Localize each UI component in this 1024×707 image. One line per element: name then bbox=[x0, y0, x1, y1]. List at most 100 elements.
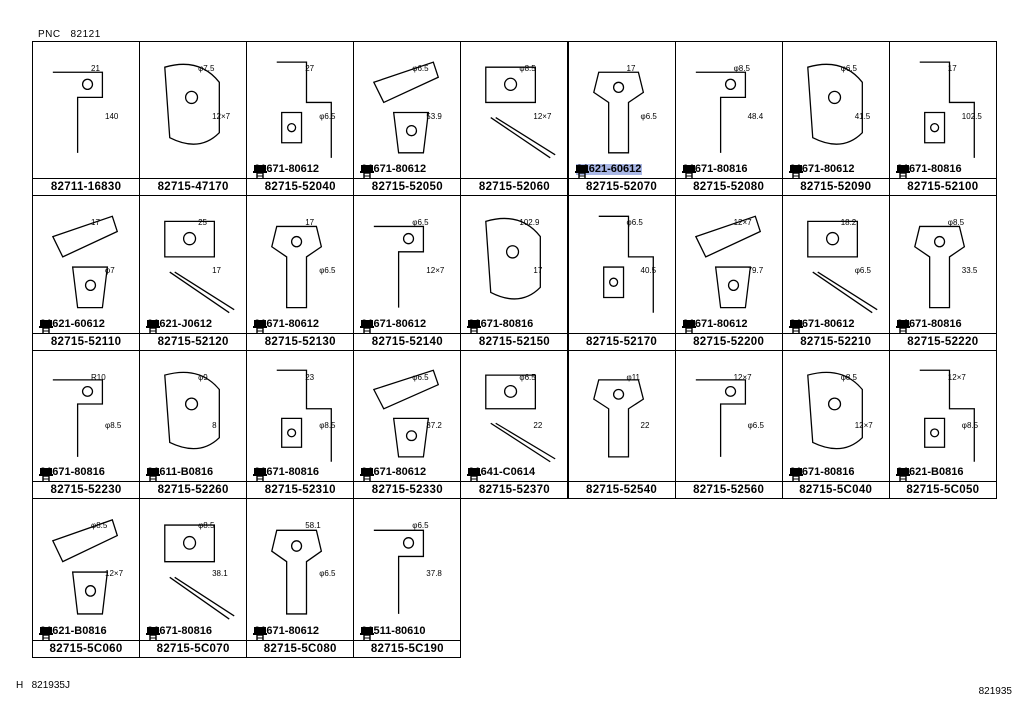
dimension-label: φ8.5 bbox=[947, 218, 965, 227]
bolt-part-number[interactable]: 91621-B0816 bbox=[896, 466, 964, 478]
part-number[interactable]: 82715-5C080 bbox=[263, 643, 337, 655]
part-number[interactable]: 82715-5C060 bbox=[49, 643, 123, 655]
bolt-part-number[interactable]: 91671-80816 bbox=[682, 163, 748, 175]
part-number[interactable]: 82715-52050 bbox=[371, 181, 443, 193]
bolt-part-number[interactable]: 91511-80610 bbox=[361, 625, 426, 637]
part-number[interactable]: 82715-52120 bbox=[157, 336, 229, 348]
dimension-label: φ6.5 bbox=[640, 112, 657, 121]
bolt-part-number[interactable]: 91671-80612 bbox=[254, 163, 320, 175]
part-number[interactable]: 82715-52100 bbox=[907, 181, 979, 193]
bolt-part-number[interactable]: 91671-80612 bbox=[361, 163, 427, 175]
bolt-part-number[interactable]: 91671-80816 bbox=[468, 318, 534, 330]
dimension-label: 21 bbox=[91, 64, 100, 73]
part-number[interactable]: 82715-52070 bbox=[586, 181, 658, 193]
dimension-label: 25 bbox=[198, 218, 207, 227]
part-number[interactable]: 82715-52540 bbox=[586, 484, 658, 496]
part-number[interactable]: 82715-52310 bbox=[264, 484, 336, 496]
bolt-part-number[interactable]: 91671-80816 bbox=[896, 163, 962, 175]
part-number[interactable]: 82715-52090 bbox=[800, 181, 872, 193]
part-number[interactable]: 82715-52110 bbox=[50, 336, 122, 348]
bolt-part-number[interactable]: 91641-C0614 bbox=[468, 466, 536, 478]
part-number[interactable]: 82711-16830 bbox=[50, 181, 122, 193]
part-number[interactable]: 82715-52150 bbox=[478, 336, 550, 348]
part-number[interactable]: 82715-52330 bbox=[371, 484, 443, 496]
bolt-part-number[interactable]: 91671-80612 bbox=[789, 318, 855, 330]
part-number[interactable]: 82715-52260 bbox=[157, 484, 229, 496]
bolt-part-number[interactable]: 91671-80612 bbox=[682, 318, 748, 330]
bolt-part-number[interactable]: 91621-60612 bbox=[575, 163, 643, 175]
part-number[interactable]: 82715-47170 bbox=[157, 181, 229, 193]
bolt-part-number[interactable]: 91621-60612 bbox=[40, 318, 105, 330]
bolt-part-number[interactable]: 91621-B0816 bbox=[40, 625, 107, 637]
bolt-callout: 91611-B0816 bbox=[146, 466, 214, 481]
bolt-part-number[interactable]: 91671-80612 bbox=[361, 318, 427, 330]
bolt-part-number[interactable]: 91621-J0612 bbox=[147, 318, 212, 330]
bolt-part-number[interactable]: 91611-B0816 bbox=[147, 466, 214, 478]
part-number[interactable]: 82715-52080 bbox=[693, 181, 765, 193]
dimension-label: φ6.5 bbox=[519, 373, 536, 382]
part-number[interactable]: 82715-5C040 bbox=[799, 484, 873, 496]
bolt-part-number[interactable]: 91671-80612 bbox=[254, 625, 320, 637]
part-number[interactable]: 82715-52170 bbox=[586, 336, 658, 348]
part-number[interactable]: 82715-52210 bbox=[800, 336, 872, 348]
part-number[interactable]: 82715-52220 bbox=[907, 336, 979, 348]
part-number[interactable]: 82715-5C190 bbox=[370, 643, 444, 655]
bolt-callout: 91621-60612 bbox=[39, 318, 105, 333]
bolt-part-number[interactable]: 91671-80816 bbox=[254, 466, 320, 478]
bolt-part-number[interactable]: 91671-80612 bbox=[789, 163, 855, 175]
part-number[interactable]: 82715-52200 bbox=[693, 336, 765, 348]
bolt-part-number[interactable]: 91671-80612 bbox=[254, 318, 320, 330]
bolt-part-number[interactable]: 91671-80816 bbox=[147, 625, 212, 637]
bolt-part-number[interactable]: 91671-80816 bbox=[40, 466, 105, 478]
part-number[interactable]: 82715-52140 bbox=[371, 336, 443, 348]
bolt-part-number[interactable]: 91671-80816 bbox=[896, 318, 962, 330]
dimension-label: φ8.5 bbox=[961, 421, 979, 430]
dimension-label: 8 bbox=[212, 421, 217, 430]
part-number[interactable]: 82715-52130 bbox=[264, 336, 336, 348]
part-number[interactable]: 82715-52040 bbox=[264, 181, 336, 193]
part-number[interactable]: 82715-52370 bbox=[478, 484, 550, 496]
part-number[interactable]: 82715-5C050 bbox=[906, 484, 980, 496]
part-number[interactable]: 82715-52560 bbox=[693, 484, 765, 496]
part-number[interactable]: 82715-52060 bbox=[478, 181, 550, 193]
bolt-part-number[interactable]: 91671-80816 bbox=[789, 466, 855, 478]
bracket-drawing-icon bbox=[694, 215, 761, 309]
bolt-part-number[interactable]: 91671-80612 bbox=[361, 466, 427, 478]
part-number[interactable]: 82715-5C070 bbox=[156, 643, 230, 655]
part-number[interactable]: 82715-52230 bbox=[50, 484, 122, 496]
